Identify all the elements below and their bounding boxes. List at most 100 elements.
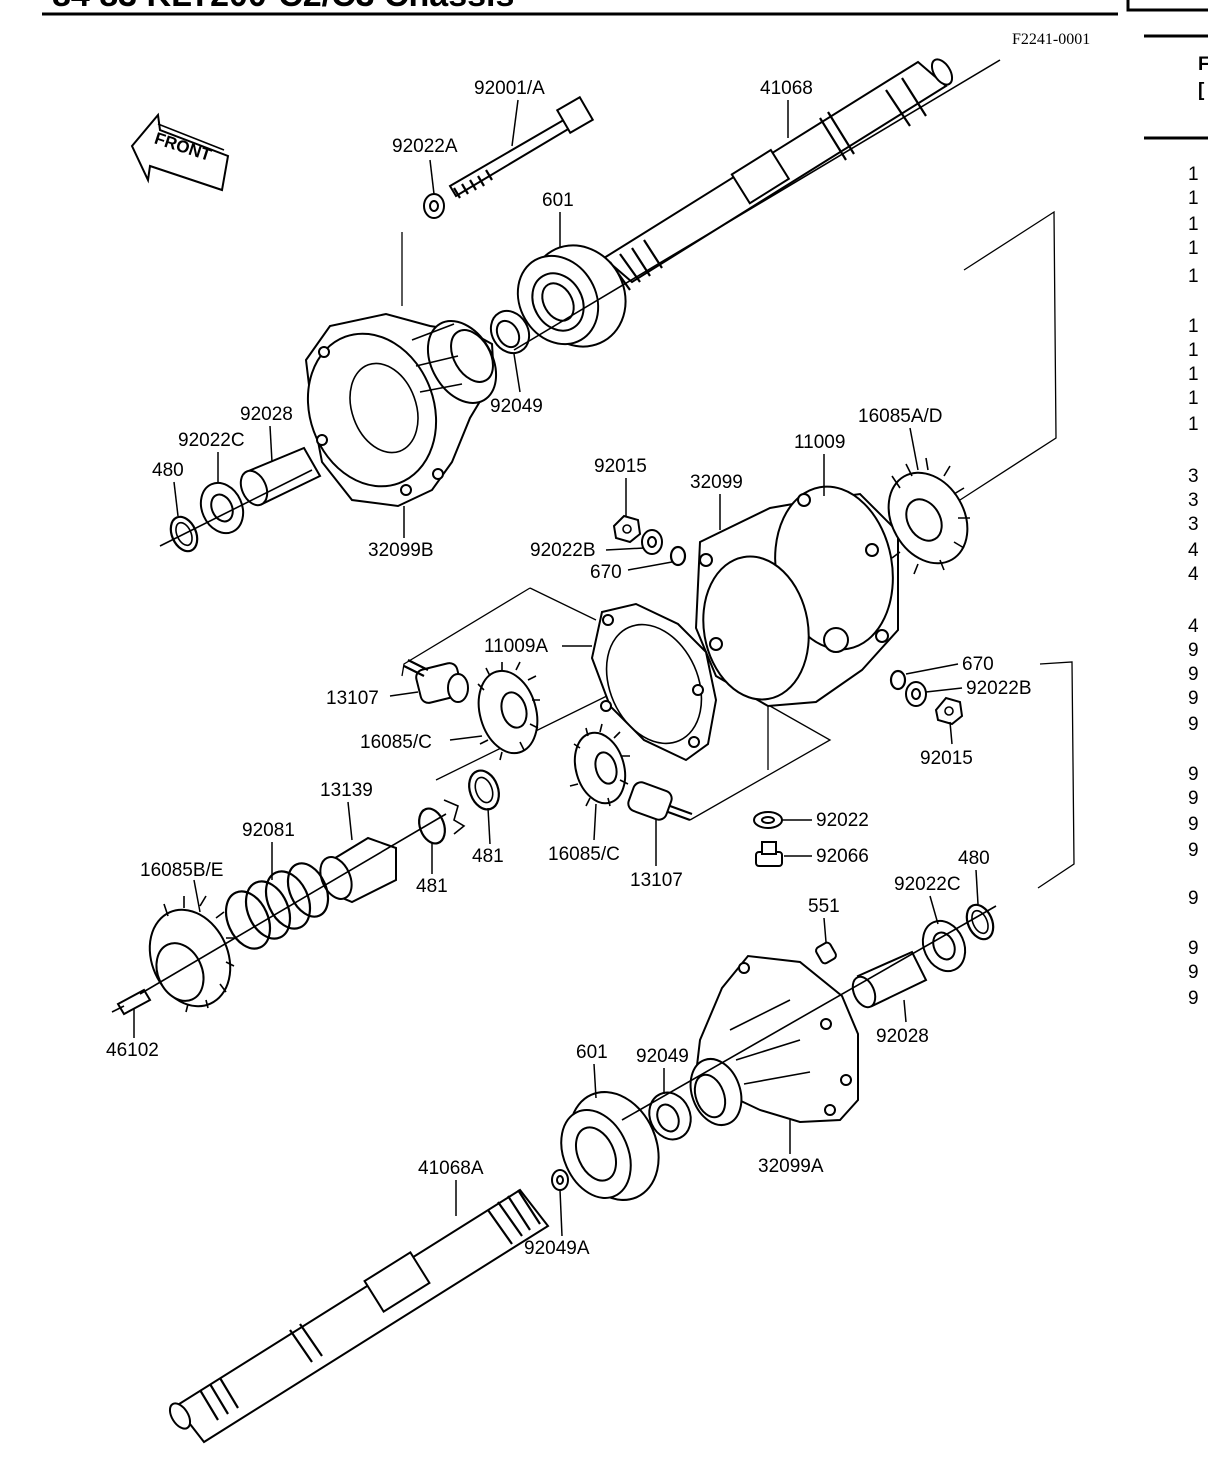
column-item: 1 <box>1188 388 1199 409</box>
washer-92022 <box>753 811 783 829</box>
label-32099b: 32099B <box>368 540 434 561</box>
leader-lines <box>133 99 979 1237</box>
column-item: 4 <box>1188 616 1199 637</box>
axis-line-upper <box>513 59 1001 351</box>
label-92081: 92081 <box>242 820 295 841</box>
seal-92049-top <box>489 309 531 355</box>
label-481-a: 481 <box>472 846 504 867</box>
column-item: 4 <box>1188 540 1199 561</box>
column-item: 1 <box>1188 214 1199 235</box>
seal-92049-bot <box>648 1091 692 1141</box>
axis-line-top <box>159 469 313 547</box>
label-670-right: 670 <box>962 654 994 675</box>
reference-code: F2241-0001 <box>1012 31 1090 48</box>
axis-line-bot <box>621 905 997 1121</box>
axis-line-diff <box>139 813 447 995</box>
label-92015-right: 92015 <box>920 748 973 769</box>
column-item: 1 <box>1188 364 1199 385</box>
label-32099: 32099 <box>690 472 743 493</box>
pin-13107-mid <box>627 781 693 822</box>
label-92015-top: 92015 <box>594 456 647 477</box>
label-481-b: 481 <box>416 876 448 897</box>
gear-16085ad <box>887 457 970 575</box>
column-item: 1 <box>1188 164 1199 185</box>
column-item: 1 <box>1188 188 1199 209</box>
plug-92066 <box>755 841 783 867</box>
column-item: 1 <box>1188 340 1199 361</box>
column-item: 9 <box>1188 962 1199 983</box>
label-601-bot: 601 <box>576 1042 608 1063</box>
column-item: 3 <box>1188 490 1199 511</box>
column-item: 1 <box>1188 266 1199 287</box>
bearing-601-top <box>516 244 627 348</box>
seal-92049a <box>551 1169 569 1191</box>
label-92022b-left: 92022B <box>530 540 596 561</box>
gear-16085c-left <box>477 661 540 761</box>
label-41068a: 41068A <box>418 1158 484 1179</box>
label-16085c-mid: 16085/C <box>548 844 620 865</box>
oring-670-left <box>669 545 687 567</box>
label-480-top: 480 <box>152 460 184 481</box>
nut-92015-right <box>934 696 964 726</box>
column-item: 1 <box>1188 414 1199 435</box>
label-92022a: 92022A <box>392 136 458 157</box>
label-92049-top: 92049 <box>490 396 543 417</box>
column-item: 9 <box>1188 938 1199 959</box>
pin-551 <box>815 941 837 965</box>
gasket-11009a <box>590 602 718 762</box>
column-item: 4 <box>1188 564 1199 585</box>
label-46102: 46102 <box>106 1040 159 1061</box>
label-16085c-left: 16085/C <box>360 732 432 753</box>
column-item: 9 <box>1188 988 1199 1009</box>
column-heading-2: [ <box>1198 80 1205 101</box>
guide-lines <box>401 210 1075 889</box>
front-arrow: FRONT <box>130 112 230 192</box>
label-16085be: 16085B/E <box>140 860 223 881</box>
label-670-left: 670 <box>590 562 622 583</box>
column-item: 9 <box>1188 840 1199 861</box>
column-item: 9 <box>1188 714 1199 735</box>
sleeve-92028-top <box>239 446 322 507</box>
label-92028-top: 92028 <box>240 404 293 425</box>
label-551: 551 <box>808 896 840 917</box>
pin-13107-left <box>403 659 469 704</box>
oring-670-right <box>889 669 907 691</box>
label-92022c-top: 92022C <box>178 430 245 451</box>
bearing-601-bot <box>560 1091 660 1201</box>
label-11009a: 11009A <box>484 636 548 657</box>
column-item: 9 <box>1188 788 1199 809</box>
shaft-41068 <box>602 58 954 291</box>
column-item: 1 <box>1188 316 1199 337</box>
label-601-top: 601 <box>542 190 574 211</box>
gear-16085c-mid <box>569 723 630 807</box>
header-title: 84 83 KLT200-C2/C3 Chassis <box>52 0 514 14</box>
circlip-481-a <box>468 769 500 811</box>
label-13139: 13139 <box>320 780 373 801</box>
label-92022b-right: 92022B <box>966 678 1032 699</box>
nut-92015-top <box>612 514 642 544</box>
label-92028-bot: 92028 <box>876 1026 929 1047</box>
column-item: 3 <box>1188 466 1199 487</box>
label-13107-mid: 13107 <box>630 870 683 891</box>
label-92022: 92022 <box>816 810 869 831</box>
column-heading-1: F <box>1198 54 1208 75</box>
column-item: 9 <box>1188 888 1199 909</box>
bolt-92001a <box>448 95 595 199</box>
spring-92081 <box>224 862 330 950</box>
column-item: 3 <box>1188 514 1199 535</box>
column-item: 9 <box>1188 814 1199 835</box>
column-item: 1 <box>1188 238 1199 259</box>
washer-92022b-left <box>641 529 663 555</box>
column-item: 9 <box>1188 764 1199 785</box>
label-92049a: 92049A <box>524 1238 590 1259</box>
label-92066: 92066 <box>816 846 869 867</box>
housing-32099b <box>304 312 498 508</box>
column-item: 9 <box>1188 664 1199 685</box>
bearing-13139 <box>319 836 397 904</box>
label-13107-left: 13107 <box>326 688 379 709</box>
washer-92022b-right <box>905 681 927 707</box>
washer-92022a <box>423 193 445 219</box>
